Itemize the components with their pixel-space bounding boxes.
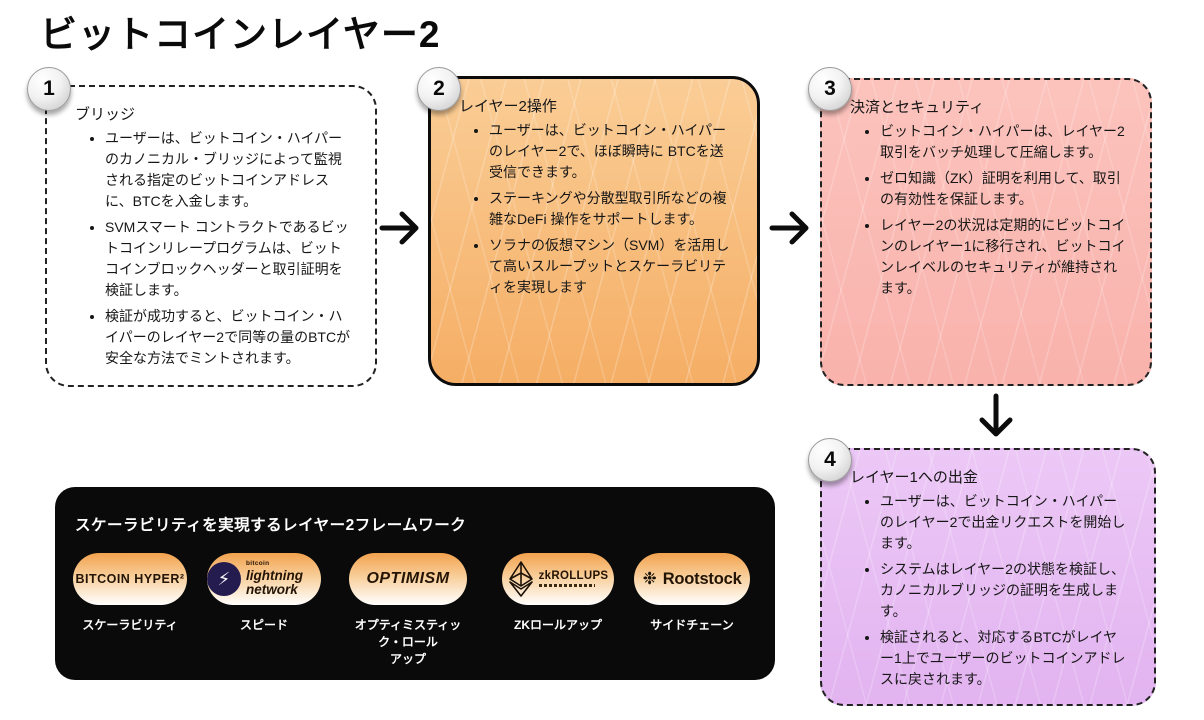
step-1-heading: ブリッジ [75, 106, 136, 123]
step-4-badge: 4 [808, 438, 852, 482]
step-2-badge: 2 [417, 67, 461, 111]
step-4-card: レイヤー1への出金 ユーザーは、ビットコイン・ハイパーのレイヤー2で出金リクエス… [820, 448, 1156, 706]
framework-item-zkrollups: zkROLLUPS ZKロールアップ [502, 553, 614, 634]
ethereum-diamond-icon [508, 560, 534, 598]
zkrollups-logo: zkROLLUPS [502, 553, 614, 605]
step-4-bullet-list: ユーザーは、ビットコイン・ハイパーのレイヤー2で出金リクエストを開始します。シス… [850, 491, 1130, 690]
step-4-heading: レイヤー1への出金 [850, 469, 978, 486]
page-title: ビットコインレイヤー2 [40, 14, 441, 55]
rootstock-dots-icon: ❉ [642, 569, 657, 588]
step-3-badge: 3 [808, 67, 852, 111]
framework-item-lightning-network: ⚡ bitcoin lightning network スピード [207, 553, 321, 634]
frameworks-panel-heading: スケーラビリティを実現するレイヤー2フレームワーク [75, 517, 467, 534]
rootstock-logo-text: Rootstock [662, 569, 742, 588]
bullet-item: ユーザーは、ビットコイン・ハイパーのカノニカル・ブリッジによって監視される指定の… [105, 128, 351, 212]
framework-label-optimistic-rollup: オプティミスティック・ロール アップ [354, 618, 462, 666]
lightning-network-top-text: bitcoin [246, 560, 270, 568]
framework-item-rootstock: ❉ Rootstock サイドチェーン [634, 553, 750, 634]
framework-label-speed: スピード [239, 618, 288, 632]
bullet-item: ビットコイン・ハイパーは、レイヤー2取引をバッチ処理して圧縮します。 [880, 121, 1126, 163]
lightning-bolt-icon: ⚡ [207, 562, 241, 596]
optimism-logo-text: OPTIMISM [366, 570, 450, 587]
rootstock-logo: ❉ Rootstock [634, 553, 750, 605]
lightning-network-logo: ⚡ bitcoin lightning network [207, 553, 321, 605]
step-1-number: 1 [43, 77, 55, 100]
optimism-logo: OPTIMISM [349, 553, 467, 605]
step-3-heading: 決済とセキュリティ [850, 99, 985, 116]
framework-label-zk-rollup: ZKロールアップ [514, 618, 602, 632]
bullet-item: ゼロ知識（ZK）証明を利用して、取引の有効性を保証します。 [880, 168, 1126, 210]
framework-label-scalability: スケーラビリティ [82, 618, 178, 632]
bullet-item: システムはレイヤー2の状態を検証し、カノニカルブリッジの証明を生成します。 [880, 559, 1130, 622]
step-1-badge: 1 [27, 67, 71, 111]
step-2-bullet-list: ユーザーは、ビットコイン・ハイパーのレイヤー2で、ほぼ瞬時に BTCを送受信でき… [459, 120, 733, 298]
step-1-card: ブリッジ ユーザーは、ビットコイン・ハイパーのカノニカル・ブリッジによって監視さ… [45, 85, 377, 387]
bullet-item: レイヤー2の状況は定期的にビットコインのレイヤー1に移行され、ビットコインレイベ… [880, 215, 1126, 299]
step-2-card: レイヤー2操作 ユーザーは、ビットコイン・ハイパーのレイヤー2で、ほぼ瞬時に B… [428, 76, 760, 386]
bullet-item: ユーザーは、ビットコイン・ハイパーのレイヤー2で、ほぼ瞬時に BTCを送受信でき… [489, 120, 733, 183]
framework-label-sidechain: サイドチェーン [650, 618, 734, 632]
bitcoin-hyper-logo: BITCOIN HYPER² [73, 553, 187, 605]
zkrollups-subtext [538, 584, 595, 588]
arrow-right-icon-1 [378, 200, 424, 256]
step-3-bullet-list: ビットコイン・ハイパーは、レイヤー2取引をバッチ処理して圧縮します。ゼロ知識（Z… [850, 121, 1126, 299]
bullet-item: ソラナの仮想マシン（SVM）を活用して高いスループットとスケーラビリティを実現し… [489, 235, 733, 298]
bullet-item: ステーキングや分散型取引所などの複雑なDeFi 操作をサポートします。 [489, 188, 733, 230]
lightning-network-logo-text: lightning network [246, 567, 303, 597]
step-4-number: 4 [824, 448, 836, 471]
step-2-number: 2 [433, 77, 445, 100]
bitcoin-hyper-logo-text: BITCOIN HYPER² [75, 572, 185, 586]
bullet-item: 検証されると、対応するBTCがレイヤー1上でユーザーのビットコインアドレスに戻さ… [880, 627, 1130, 690]
arrow-down-icon [966, 392, 1026, 442]
zkrollups-logo-text: zkROLLUPS [538, 569, 609, 582]
step-1-bullet-list: ユーザーは、ビットコイン・ハイパーのカノニカル・ブリッジによって監視される指定の… [75, 128, 351, 369]
bullet-item: ユーザーは、ビットコイン・ハイパーのレイヤー2で出金リクエストを開始します。 [880, 491, 1130, 554]
bullet-item: SVMスマート コントラクトであるビットコインリレープログラムは、ビットコインブ… [105, 217, 351, 301]
frameworks-panel: スケーラビリティを実現するレイヤー2フレームワーク BITCOIN HYPER²… [55, 487, 775, 680]
arrow-right-icon-2 [768, 200, 814, 256]
step-3-number: 3 [824, 77, 836, 100]
step-2-heading: レイヤー2操作 [459, 98, 557, 115]
bullet-item: 検証が成功すると、ビットコイン・ハイパーのレイヤー2で同等の量のBTCが安全な方… [105, 306, 351, 369]
step-3-card: 決済とセキュリティ ビットコイン・ハイパーは、レイヤー2取引をバッチ処理して圧縮… [820, 78, 1152, 386]
framework-item-optimism: OPTIMISM オプティミスティック・ロール アップ [349, 553, 467, 667]
framework-item-bitcoin-hyper: BITCOIN HYPER² スケーラビリティ [73, 553, 187, 634]
